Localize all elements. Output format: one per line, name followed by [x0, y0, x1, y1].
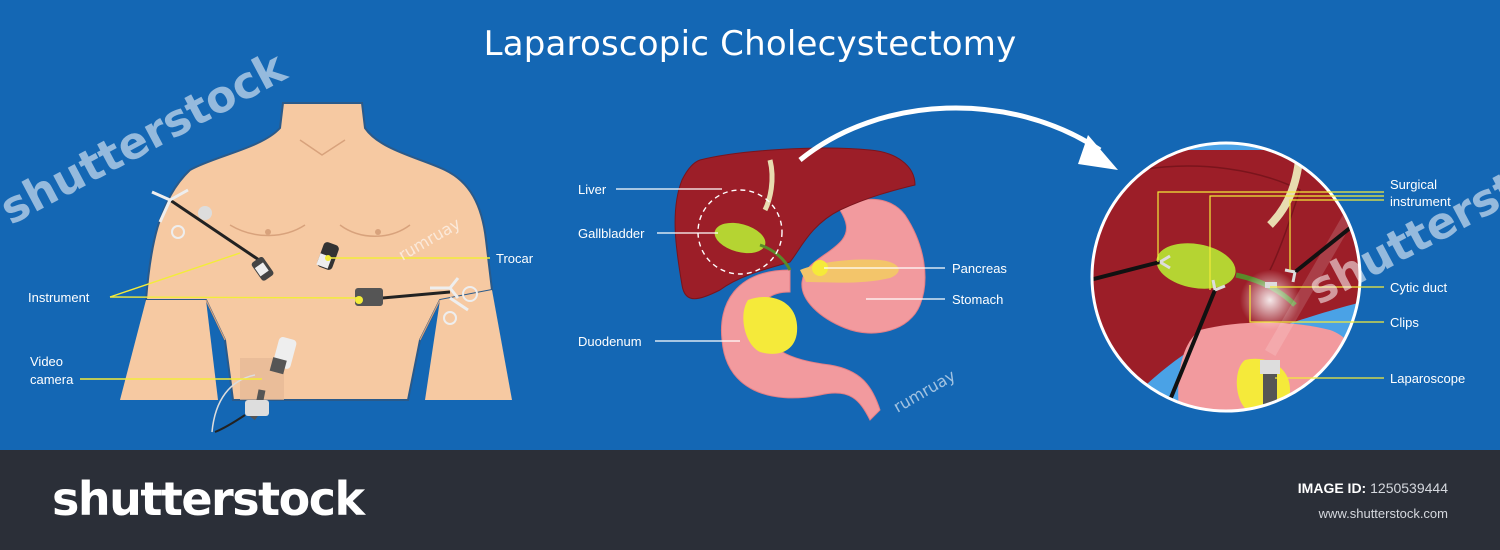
label-liver: Liver: [578, 182, 607, 197]
label-laparoscope: Laparoscope: [1390, 371, 1466, 386]
torso-arm-right: [425, 290, 512, 400]
image-id-value: 1250539444: [1370, 480, 1448, 496]
torso-leader-lines: [80, 252, 490, 380]
label-video-camera-line2: camera: [30, 372, 74, 387]
torso-figure: [120, 102, 512, 401]
gallbladder-shape: [714, 222, 766, 254]
label-pancreas: Pancreas: [952, 261, 1007, 276]
liver-shape: [674, 147, 916, 300]
label-surgical-instrument-line2: instrument: [1390, 194, 1451, 209]
label-video-camera-line1: Video: [30, 354, 64, 369]
torso-instruments: [151, 188, 478, 433]
center-leader-lines: [616, 188, 945, 342]
label-instrument: Instrument: [28, 290, 90, 305]
illustration-canvas: Laparoscopic Cholecystectomy Trocar Inst…: [0, 0, 1500, 450]
label-stomach: Stomach: [952, 292, 1004, 307]
label-clips: Clips: [1390, 315, 1419, 330]
label-surgical-instrument-line1: Surgical: [1390, 177, 1437, 192]
torso-arm-left: [120, 300, 218, 400]
label-trocar: Trocar: [496, 251, 534, 266]
label-gallbladder: Gallbladder: [578, 226, 645, 241]
footer-url[interactable]: www.shutterstock.com: [1318, 506, 1448, 521]
torso-body: [144, 102, 494, 401]
image-id-label: IMAGE ID:: [1297, 480, 1367, 496]
anatomy-center: [674, 105, 1118, 421]
illustration-svg: [80, 102, 1384, 433]
label-duodenum: Duodenum: [578, 334, 642, 349]
footer-bar: shutterstock IMAGE ID: 1250539444 www.sh…: [0, 450, 1500, 550]
footer-brand-logo[interactable]: shutterstock: [52, 472, 365, 526]
diagram-title: Laparoscopic Cholecystectomy: [483, 24, 1017, 64]
duodenum-yellow: [743, 297, 798, 354]
circle-leader-lines: [1157, 191, 1384, 379]
label-cytic-duct: Cytic duct: [1390, 280, 1448, 295]
footer-image-id: IMAGE ID: 1250539444: [1298, 480, 1448, 496]
